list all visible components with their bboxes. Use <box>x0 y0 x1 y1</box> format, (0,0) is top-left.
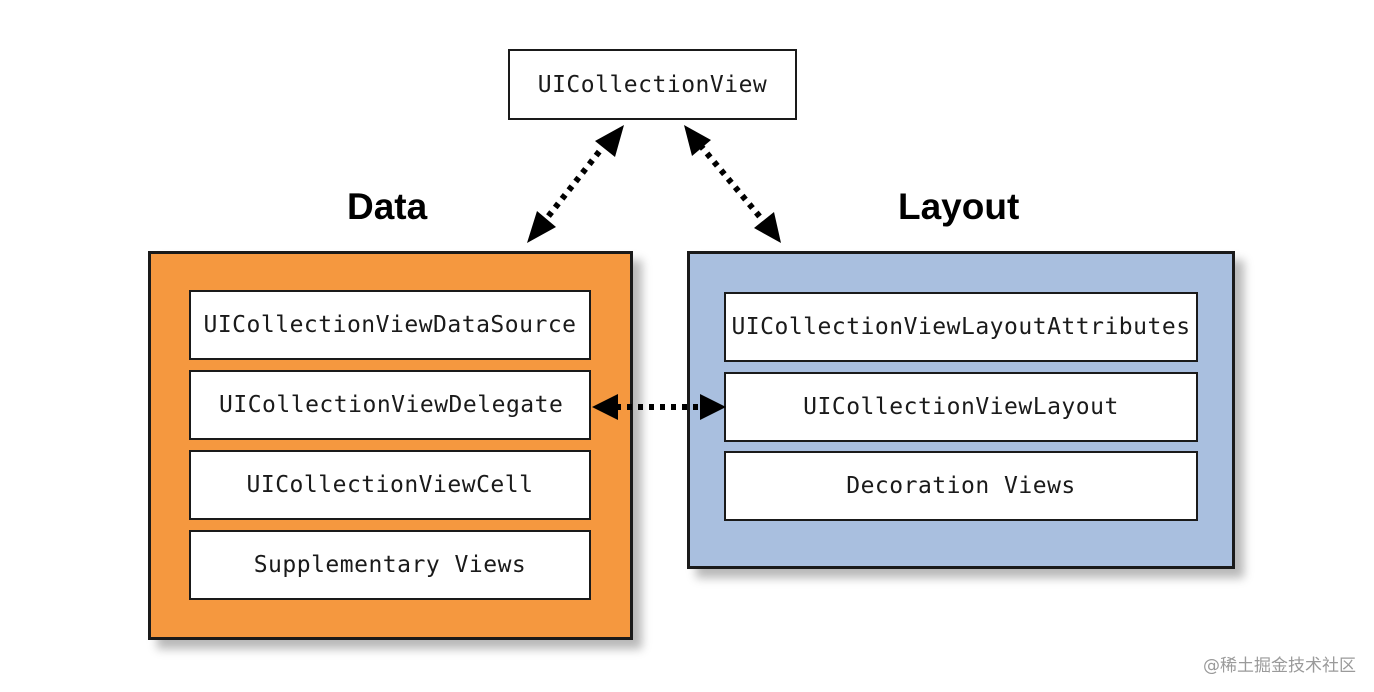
layout-item-decoration-views: Decoration Views <box>724 451 1198 521</box>
arrow-delegate-to-layout <box>592 394 726 420</box>
uicollectionview-node: UICollectionView <box>508 49 797 120</box>
data-item-cell: UICollectionViewCell <box>189 450 591 520</box>
watermark-text: @稀土掘金技术社区 <box>1203 656 1356 676</box>
data-item-delegate: UICollectionViewDelegate <box>189 370 591 440</box>
layout-item-layout: UICollectionViewLayout <box>724 372 1198 442</box>
arrow-view-to-layout <box>684 125 781 243</box>
data-item-datasource: UICollectionViewDataSource <box>189 290 591 360</box>
arrow-view-to-data <box>527 125 624 243</box>
layout-item-attributes: UICollectionViewLayoutAttributes <box>724 292 1198 362</box>
data-item-supplementary-views: Supplementary Views <box>189 530 591 600</box>
data-heading: Data <box>347 186 428 227</box>
layout-heading: Layout <box>898 186 1020 227</box>
